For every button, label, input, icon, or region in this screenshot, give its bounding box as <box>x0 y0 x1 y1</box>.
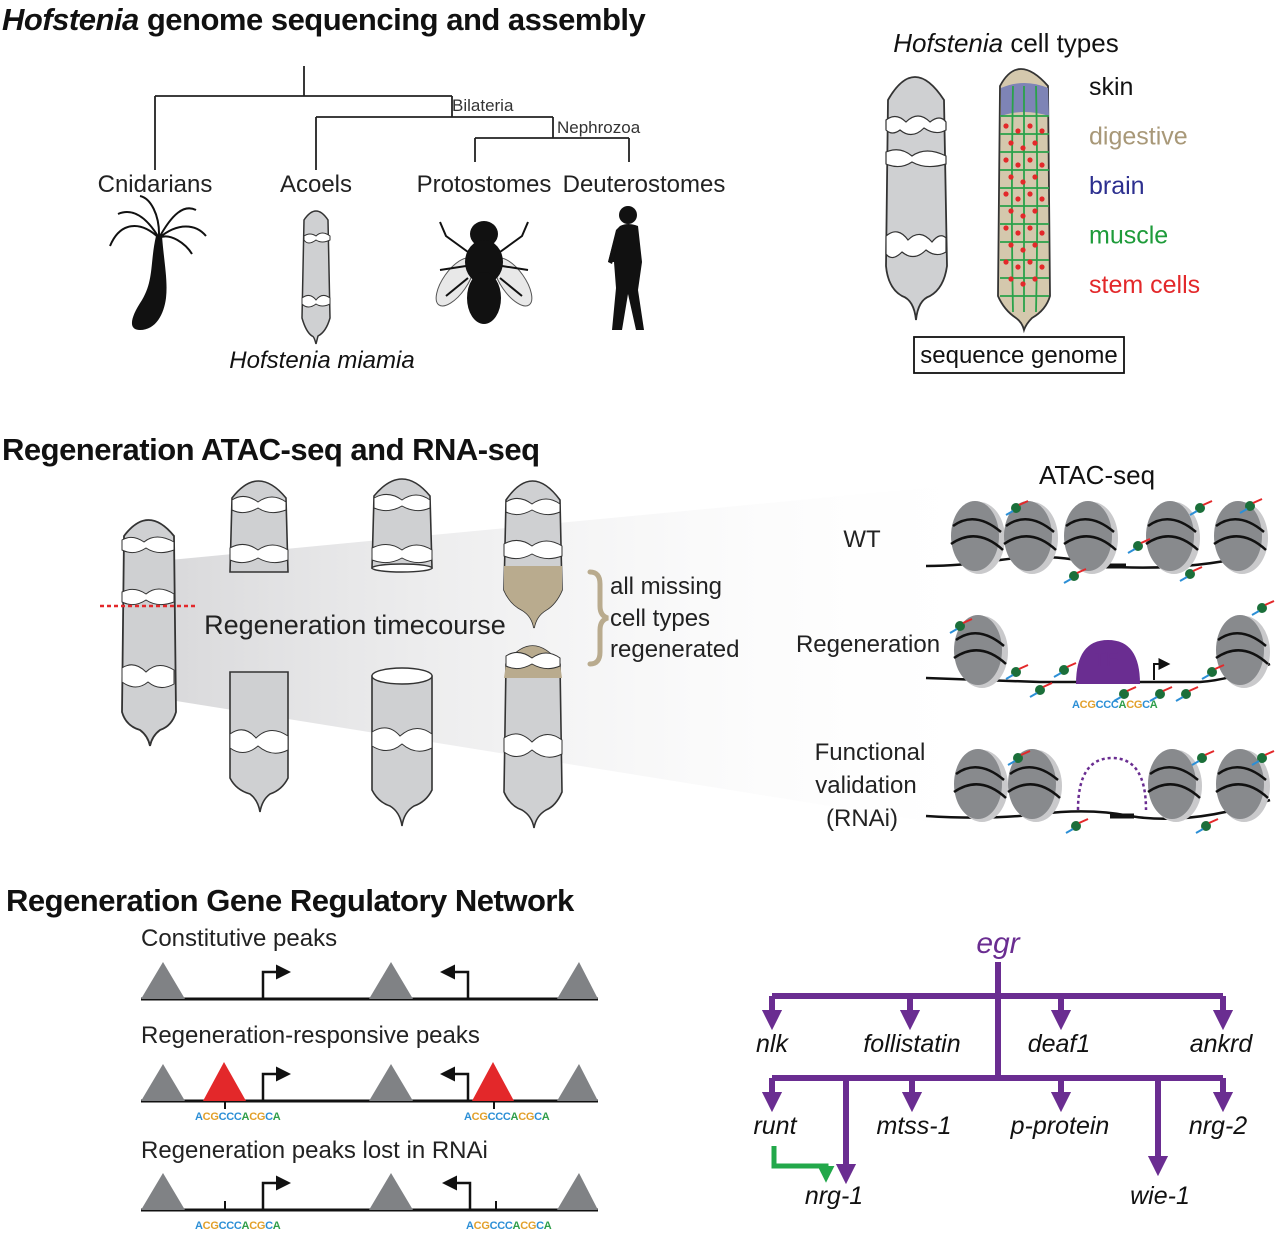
condition-regeneration: Regeneration <box>796 631 940 658</box>
worm-gray-large-icon <box>885 76 948 321</box>
tail-fragment-stage1-icon <box>229 671 289 813</box>
condition-wt: WT <box>843 526 881 553</box>
genome-track-responsive <box>141 1062 598 1123</box>
gene-wie-1: wie-1 <box>1130 1182 1190 1210</box>
taxon-acoels: Acoels <box>280 171 352 198</box>
worm-cell-types-icon <box>997 68 1051 334</box>
atac-regeneration-track <box>925 600 1275 702</box>
network-edges <box>761 962 1234 1185</box>
regen-note-line1: all missing <box>610 573 722 600</box>
sequence-genome-box <box>913 336 1125 374</box>
acoel-worm-icon <box>301 210 331 345</box>
cell-types-title: Hofstenia cell types <box>893 28 1118 58</box>
gene-nrg-1: nrg-1 <box>805 1182 863 1210</box>
gene-mtss-1: mtss-1 <box>877 1112 952 1140</box>
cnidarian-silhouette-icon <box>109 195 207 330</box>
atac-rnai-track <box>925 747 1275 834</box>
condition-validation: validation <box>815 772 916 799</box>
clade-label-nephrozoa: Nephrozoa <box>557 118 641 137</box>
gene-follistatin: follistatin <box>863 1030 960 1058</box>
species-label: Hofstenia miamia <box>229 347 414 374</box>
cell-type-label: skin <box>1089 73 1133 101</box>
condition-functional: Functional <box>815 739 926 766</box>
brace-icon <box>587 569 609 667</box>
worm-uncut-icon <box>100 519 198 747</box>
tail-fragment-regenerated-icon <box>503 645 563 829</box>
track-label-responsive: Regeneration-responsive peaks <box>141 1022 480 1049</box>
section3-title: Regeneration Gene Regulatory Network <box>6 883 575 918</box>
taxon-cnidarians: Cnidarians <box>98 171 213 198</box>
human-silhouette-icon <box>608 206 644 330</box>
gene-nrg-2: nrg-2 <box>1189 1112 1247 1140</box>
gene-p-protein: p-protein <box>1010 1112 1110 1140</box>
timecourse-label: Regeneration timecourse <box>204 610 506 640</box>
track-label-constitutive: Constitutive peaks <box>141 925 337 952</box>
head-fragment-stage2-icon <box>371 478 433 573</box>
regen-note-line2: cell types <box>610 605 710 632</box>
gene-runt: runt <box>753 1112 797 1140</box>
regen-note-line3: regenerated <box>610 636 739 663</box>
tail-fragment-stage2-icon <box>371 667 433 827</box>
motif-logo-regeneration <box>1072 699 1158 711</box>
phylogenetic-tree <box>154 66 630 170</box>
gene-nlk: nlk <box>756 1030 789 1058</box>
gene-root-egr: egr <box>976 927 1020 960</box>
taxon-protostomes: Protostomes <box>417 171 552 198</box>
condition-rnai: (RNAi) <box>826 805 898 832</box>
section2-title: Regeneration ATAC-seq and RNA-seq <box>2 432 540 467</box>
runt-to-nrg1-edge <box>771 1146 835 1183</box>
atac-wt-track <box>925 498 1270 584</box>
cell-type-label: stem cells <box>1089 271 1200 299</box>
cell-type-legend: skin digestive brain muscle stem cells <box>1089 73 1200 299</box>
head-fragment-regenerated-icon <box>503 480 563 629</box>
genome-track-constitutive <box>141 962 598 1001</box>
cell-type-label: muscle <box>1089 222 1168 250</box>
genome-track-lost <box>141 1173 598 1232</box>
cell-type-label: brain <box>1089 172 1145 200</box>
section1-title: Hofstenia genome sequencing and assembly <box>2 2 646 37</box>
clade-label-bilateria: Bilateria <box>452 96 514 115</box>
taxon-deuterostomes: Deuterostomes <box>563 171 726 198</box>
head-fragment-stage1-icon <box>229 480 289 573</box>
sequence-genome-label: sequence genome <box>920 342 1117 369</box>
cell-type-label: digestive <box>1089 123 1188 151</box>
atac-title: ATAC-seq <box>1039 460 1155 490</box>
gene-deaf1: deaf1 <box>1028 1030 1091 1058</box>
gene-ankrd: ankrd <box>1190 1030 1254 1058</box>
track-label-lost: Regeneration peaks lost in RNAi <box>141 1137 488 1164</box>
tf-label: TF <box>1094 649 1118 671</box>
fly-silhouette-icon <box>435 221 533 324</box>
